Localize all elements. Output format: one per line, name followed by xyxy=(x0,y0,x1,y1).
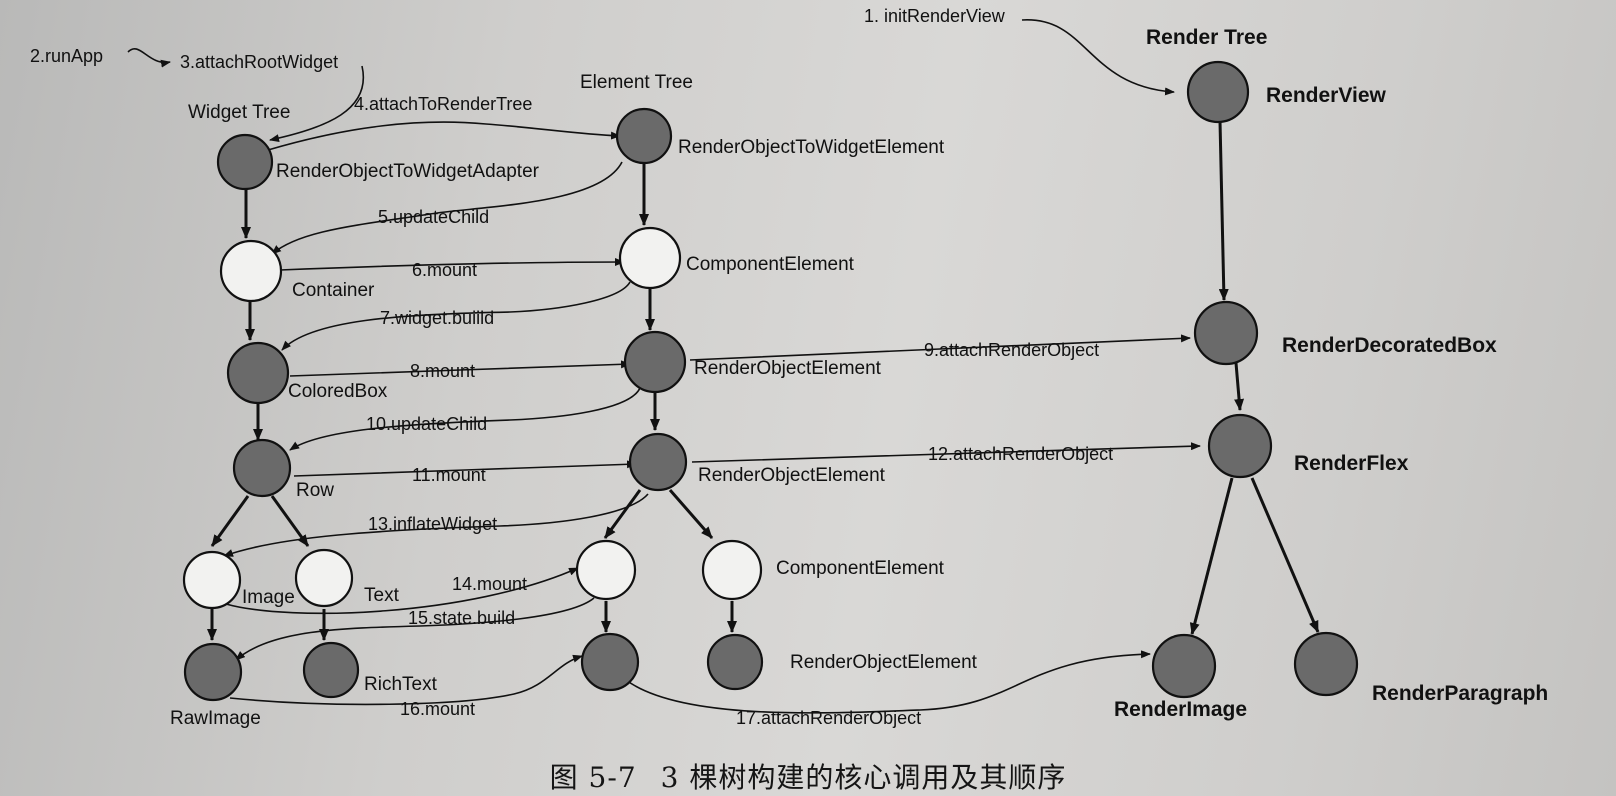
step-6: 6.mount xyxy=(412,260,477,280)
step-16: 16.mount xyxy=(400,699,475,719)
step-15: 15.state.build xyxy=(408,608,515,628)
step-5: 5.updateChild xyxy=(378,207,489,227)
arrow-attachrenderobject-17 xyxy=(625,650,1151,714)
edge-row-image xyxy=(210,495,250,547)
arrow-mount-11 xyxy=(293,460,637,477)
label-renderdecoratedbox: RenderDecoratedBox xyxy=(1282,334,1497,357)
element-tree-labels: RenderObjectToWidgetElement ComponentEle… xyxy=(678,137,978,673)
node-component-element xyxy=(618,226,682,290)
step-1: 1. initRenderView xyxy=(864,6,1006,26)
edge-renderobj2-component2 xyxy=(668,489,714,539)
step-2: 2.runApp xyxy=(30,46,103,66)
step-14: 14.mount xyxy=(452,574,527,594)
step-4: 4.attachToRenderTree xyxy=(354,94,532,114)
edge-flex-image xyxy=(1189,477,1234,635)
arrow-updatechild-10 xyxy=(289,387,641,451)
node-rawimage xyxy=(183,642,243,702)
label-adapter: RenderObjectToWidgetAdapter xyxy=(276,161,540,182)
step-11: 11.mount xyxy=(412,465,486,485)
node-coloredbox xyxy=(226,341,290,405)
figure-caption-text: 3 棵树构建的核心调用及其顺序 xyxy=(660,761,1067,794)
node-richtext xyxy=(302,641,360,699)
arrow-inflatewidget-13 xyxy=(223,493,649,557)
render-tree-title: Render Tree xyxy=(1146,26,1267,49)
node-renderview xyxy=(1186,60,1250,124)
widget-tree-title: Widget Tree xyxy=(188,102,290,123)
widget-tree-labels: RenderObjectToWidgetAdapter Container Co… xyxy=(170,161,540,729)
arrow-state-build-15 xyxy=(235,597,595,661)
figure-number: 图 5-7 xyxy=(549,761,637,794)
arrow-initrenderview xyxy=(1021,19,1175,96)
node-renderdecoratedbox xyxy=(1193,300,1259,366)
label-row: Row xyxy=(296,480,334,501)
label-richtext: RichText xyxy=(364,674,438,695)
node-renderobject-element-1 xyxy=(623,330,687,394)
render-tree-labels: RenderView RenderDecoratedBox RenderFlex… xyxy=(1114,84,1548,721)
edge-row-text xyxy=(270,495,310,547)
arrow-mount-14 xyxy=(225,567,579,615)
label-image: Image xyxy=(242,587,295,608)
edge-decorated-flex xyxy=(1234,362,1245,411)
element-tree-title: Element Tree xyxy=(580,72,693,93)
tree-edges xyxy=(207,120,1320,641)
node-container xyxy=(219,239,283,303)
label-root-element: RenderObjectToWidgetElement xyxy=(678,137,945,158)
render-tree-nodes xyxy=(1151,60,1359,699)
edge-flex-paragraph xyxy=(1250,477,1320,633)
node-component-element-2 xyxy=(701,539,763,601)
label-renderview: RenderView xyxy=(1266,84,1386,107)
arrow-runapp xyxy=(127,48,171,68)
node-adapter xyxy=(216,133,274,191)
step-10: 10.updateChild xyxy=(366,414,487,434)
arrow-mount-8 xyxy=(289,360,631,377)
node-component-element-child xyxy=(575,539,637,601)
step-17: 17.attachRenderObject xyxy=(736,708,921,728)
label-renderobject-element-3: RenderObjectElement xyxy=(790,652,978,673)
node-renderimage xyxy=(1151,633,1217,699)
arrow-widget-build-7 xyxy=(281,281,631,351)
arrow-attachrenderobject-12 xyxy=(691,442,1201,463)
step-13: 13.inflateWidget xyxy=(368,514,497,534)
node-renderobject-element-child xyxy=(580,632,640,692)
figure-caption: 图 5-7 3 棵树构建的核心调用及其顺序 xyxy=(0,756,1616,796)
node-renderparagraph xyxy=(1293,631,1359,697)
label-renderparagraph: RenderParagraph xyxy=(1372,682,1548,705)
node-image xyxy=(182,550,242,610)
label-renderimage: RenderImage xyxy=(1114,698,1247,721)
label-component-element: ComponentElement xyxy=(686,254,855,275)
node-renderflex xyxy=(1207,413,1273,479)
step-8: 8.mount xyxy=(410,361,475,381)
edge-view-decorated xyxy=(1218,120,1229,301)
arrow-attachtorendertree xyxy=(267,121,621,151)
step-labels: 1. initRenderView 2.runApp 3.attachRootW… xyxy=(30,6,1113,728)
label-rawimage: RawImage xyxy=(170,708,261,729)
node-text xyxy=(294,548,354,608)
arrow-attachrootwidget xyxy=(269,65,365,143)
step-7: 7.widget.buiild xyxy=(380,308,494,328)
edge-renderobj2-component xyxy=(603,489,642,539)
label-renderobject-element-2: RenderObjectElement xyxy=(698,465,886,486)
node-renderobject-element-3 xyxy=(706,633,764,691)
label-container: Container xyxy=(292,280,375,301)
node-renderobject-element-2 xyxy=(628,432,688,492)
arrow-mount-16 xyxy=(229,654,583,706)
label-text: Text xyxy=(364,585,400,606)
step-12: 12.attachRenderObject xyxy=(928,444,1113,464)
label-renderflex: RenderFlex xyxy=(1294,452,1409,475)
call-arrows xyxy=(127,19,1201,714)
widget-tree-nodes xyxy=(182,133,360,702)
arrow-mount-6 xyxy=(279,258,625,271)
label-renderobject-element-1: RenderObjectElement xyxy=(694,358,882,379)
step-9: 9.attachRenderObject xyxy=(924,340,1099,360)
node-root-element xyxy=(615,107,673,165)
label-component-element-2: ComponentElement xyxy=(776,558,945,579)
step-3: 3.attachRootWidget xyxy=(180,52,338,72)
arrow-attachrenderobject-9 xyxy=(689,334,1191,361)
label-coloredbox: ColoredBox xyxy=(288,381,388,402)
element-tree-nodes xyxy=(575,107,764,692)
node-row xyxy=(232,438,292,498)
arrow-updatechild-5 xyxy=(271,161,623,255)
